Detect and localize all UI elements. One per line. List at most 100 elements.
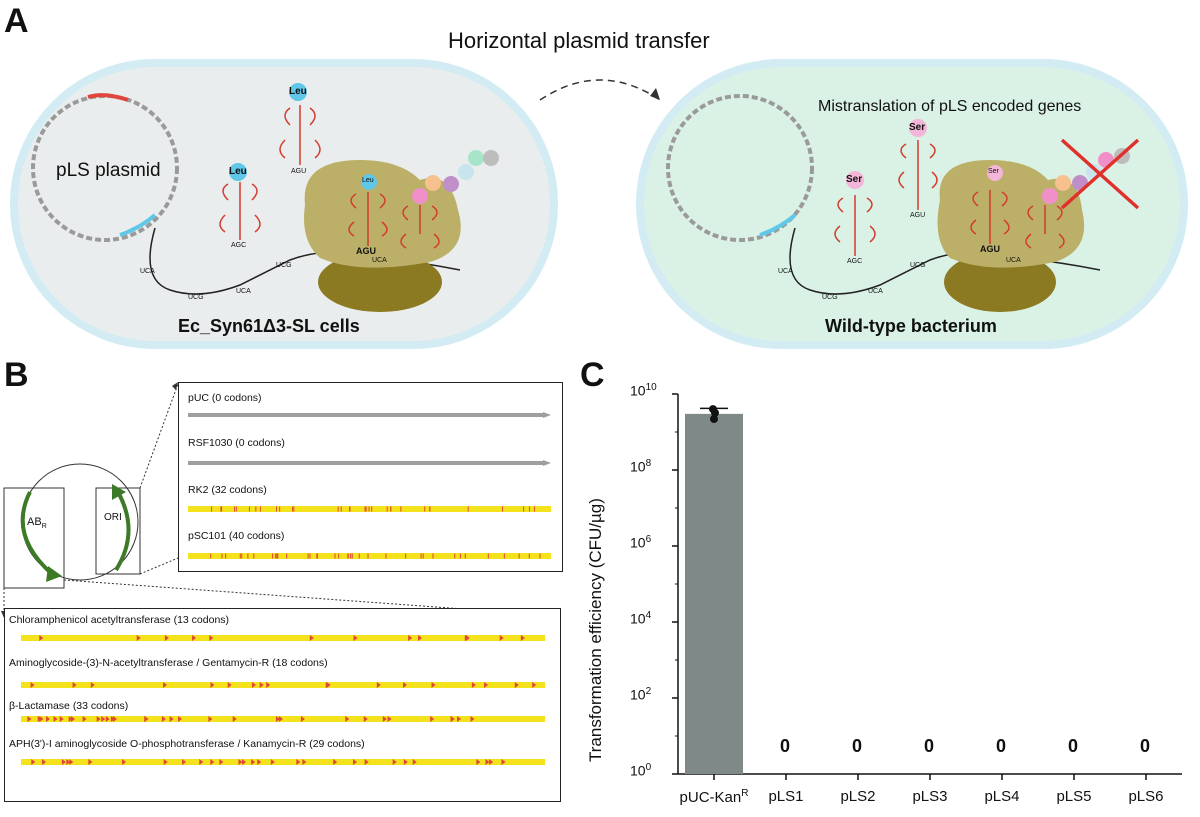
ori-arrow: [114, 491, 131, 572]
resistance-codon-mark: [485, 759, 490, 765]
resistance-codon-mark: [408, 635, 413, 641]
resistance-codon-mark: [499, 635, 504, 641]
x-category-label-1: pLS1: [768, 788, 804, 805]
x-category-label-0: pUC-KanR: [679, 788, 749, 806]
left-trna-leu-1-amino: [289, 83, 307, 101]
left-ribosome-trna-label: Leu: [362, 177, 374, 184]
panel-b-figure: [1, 382, 561, 619]
left-trna-leu-1-label: Leu: [289, 86, 307, 97]
x-category-label-2: pLS2: [840, 788, 876, 805]
origin-tracks-svg: [188, 412, 551, 559]
resistance-codon-mark: [387, 716, 392, 722]
resistance-codon-mark: [382, 716, 387, 722]
resistance-codon-mark: [31, 759, 36, 765]
resistance-codon-mark: [210, 682, 215, 688]
left-trna-leu-1: [279, 105, 321, 165]
resistance-track-label-2: β-Lactamase (33 codons): [9, 700, 129, 712]
resistance-codon-mark: [209, 635, 214, 641]
right-cell-label: Wild-type bacterium: [825, 316, 997, 336]
resistance-codon-mark: [90, 682, 95, 688]
right-trna-ser-2-amino: [846, 171, 864, 189]
resistance-codon-mark: [66, 759, 71, 765]
resistance-codon-mark: [353, 635, 358, 641]
ab-arrow: [20, 491, 54, 576]
resistance-codon-mark: [241, 759, 246, 765]
resistance-codon-mark: [39, 635, 44, 641]
resistance-codon-mark: [96, 716, 101, 722]
resistance-codon-mark: [266, 682, 271, 688]
left-trna-leu-2-amino: [229, 163, 247, 181]
left-plasmid: [31, 93, 179, 242]
right-ribosome-trna-label: Ser: [988, 168, 999, 175]
panel-b-letter: B: [4, 356, 29, 394]
left-codon-5: UCA: [372, 257, 387, 264]
y-tick-label-1: 102: [630, 686, 652, 703]
resistance-codon-mark: [27, 716, 32, 722]
resistance-codon-mark: [333, 759, 338, 765]
resistance-codon-mark: [412, 759, 417, 765]
resistance-codon-mark: [227, 682, 232, 688]
resistance-codon-mark: [489, 759, 494, 765]
resistance-codon-mark: [309, 635, 314, 641]
right-trna-ser-1-amino: [909, 119, 927, 137]
data-point-2: [710, 414, 718, 423]
left-codon-1: UCA: [140, 268, 155, 275]
resistance-codon-mark: [345, 716, 350, 722]
left-codon-4: UCG: [276, 262, 292, 269]
right-plasmid: [666, 94, 814, 242]
resistance-codon-mark: [59, 716, 64, 722]
resistance-codon-mark: [251, 759, 256, 765]
left-trna-leu-2-anticodon: AGC: [231, 242, 247, 249]
resistance-codon-mark: [177, 716, 182, 722]
ab-box: [3, 487, 65, 589]
left-cell-label: Ec_Syn61Δ3-SL cells: [178, 316, 360, 336]
resistance-codon-mark: [101, 716, 106, 722]
right-trna-ser-2: [834, 195, 876, 256]
resistance-codon-mark: [136, 635, 141, 641]
left-codon-3: UCA: [236, 288, 251, 295]
resistance-codon-mark: [465, 635, 470, 641]
resistance-codon-mark: [476, 759, 481, 765]
resistance-codon-mark: [164, 635, 169, 641]
zoom-line-1: [139, 383, 179, 489]
resistance-codon-mark: [450, 716, 455, 722]
transfer-arrow: [539, 79, 661, 101]
panel-c-letter: C: [580, 356, 605, 394]
y-tick-label-4: 108: [630, 458, 652, 475]
resistance-codon-mark: [302, 759, 307, 765]
origin-track-label-0: pUC (0 codons): [188, 392, 262, 404]
origin-track-head-0: [543, 412, 551, 418]
resistance-codon-mark: [182, 759, 187, 765]
right-codon-1: UCA: [778, 268, 793, 275]
value-label-3: 0: [924, 736, 935, 756]
resistance-codon-mark: [82, 716, 87, 722]
resistance-codon-mark: [72, 682, 77, 688]
resistance-codon-mark: [514, 682, 519, 688]
resistance-codon-mark: [232, 716, 237, 722]
value-label-6: 0: [1140, 736, 1151, 756]
resistance-codon-mark: [68, 716, 73, 722]
resistance-codon-mark: [326, 682, 331, 688]
panel-a-letter: A: [4, 2, 29, 40]
resistance-codon-mark: [352, 759, 357, 765]
resistance-codon-mark: [219, 759, 224, 765]
left-trna-leu-2-label: Leu: [229, 166, 247, 177]
resistance-codon-mark: [364, 759, 369, 765]
y-tick-label-0: 100: [630, 762, 652, 779]
panel-a-figure: [10, 59, 1188, 349]
resistance-codon-mark: [430, 716, 435, 722]
resistance-codon-mark: [520, 635, 525, 641]
y-tick-label-3: 106: [630, 534, 652, 551]
resistance-codon-mark: [61, 759, 66, 765]
resistance-codon-mark: [163, 682, 168, 688]
left-ribosome-trna: [348, 192, 440, 249]
zoom-line-2: [139, 557, 179, 575]
origin-track-label-3: pSC101 (40 codons): [188, 530, 285, 542]
resistance-codon-mark: [169, 716, 174, 722]
resistance-codon-mark: [501, 759, 506, 765]
origin-track-head-1: [543, 460, 551, 466]
resistance-codon-mark: [105, 716, 110, 722]
resistance-codon-mark: [376, 682, 381, 688]
value-label-5: 0: [1068, 736, 1079, 756]
resistance-codon-mark: [457, 716, 462, 722]
